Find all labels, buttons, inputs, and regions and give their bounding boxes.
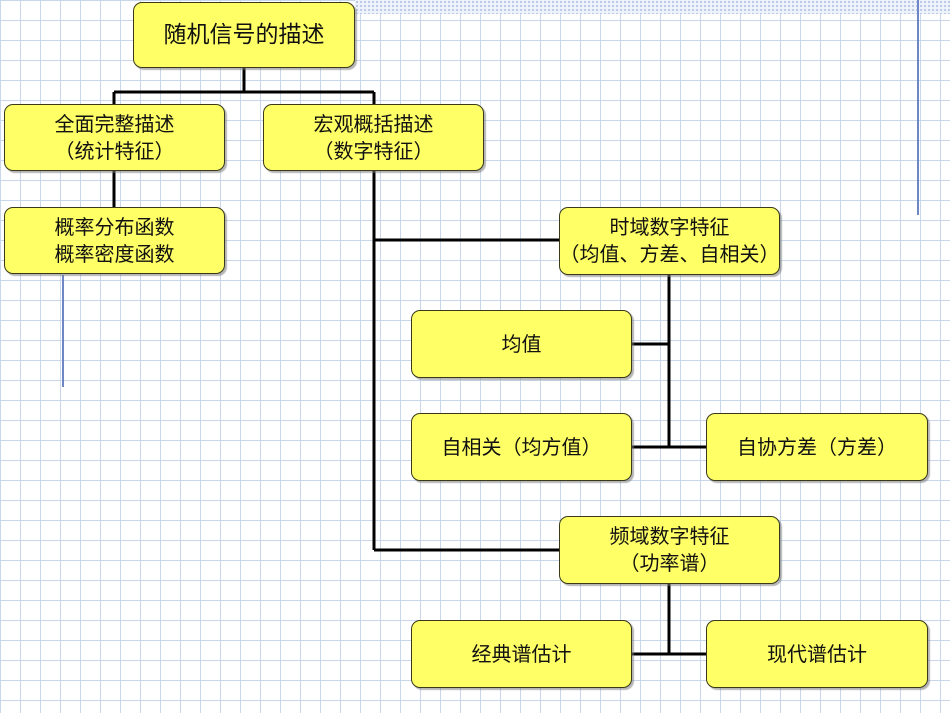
node-classical-spectrum-estimation: 经典谱估计 [411, 620, 632, 688]
node-sublabel: （数字特征） [313, 138, 434, 163]
node-sublabel: （统计特征） [54, 138, 175, 163]
node-label: 全面完整描述 [54, 111, 175, 136]
node-macro-description: 宏观概括描述 （数字特征） [263, 104, 484, 171]
node-mean: 均值 [411, 310, 632, 378]
node-label: 经典谱估计 [471, 641, 572, 666]
node-label: 概率分布函数 [54, 214, 175, 239]
decorative-top-band [355, 0, 950, 14]
node-sublabel: （功率谱） [619, 551, 720, 575]
node-probability-functions: 概率分布函数 概率密度函数 [4, 207, 225, 274]
node-complete-description: 全面完整描述 （统计特征） [4, 104, 225, 171]
decorative-left-rule [62, 275, 64, 387]
node-frequency-domain-features: 频域数字特征 （功率谱） [559, 516, 780, 584]
node-label: 时域数字特征 [609, 215, 730, 239]
node-label: 自相关（均方值） [441, 434, 602, 459]
node-label: 频域数字特征 [609, 524, 730, 548]
node-autocovariance: 自协方差（方差） [706, 413, 928, 481]
node-autocorrelation: 自相关（均方值） [411, 413, 632, 481]
node-modern-spectrum-estimation: 现代谱估计 [706, 620, 928, 688]
node-label: 均值 [501, 331, 542, 356]
decorative-right-rule [917, 0, 919, 215]
node-label: 随机信号的描述 [163, 21, 325, 48]
node-label: 自协方差（方差） [737, 434, 897, 459]
node-label: 概率密度函数 [54, 241, 175, 266]
node-label: 现代谱估计 [767, 641, 867, 666]
node-random-signal-description: 随机信号的描述 [133, 2, 355, 68]
node-sublabel: （均值、方差、自相关） [559, 242, 780, 266]
node-time-domain-features: 时域数字特征 （均值、方差、自相关） [559, 207, 780, 275]
node-label: 宏观概括描述 [313, 111, 434, 136]
